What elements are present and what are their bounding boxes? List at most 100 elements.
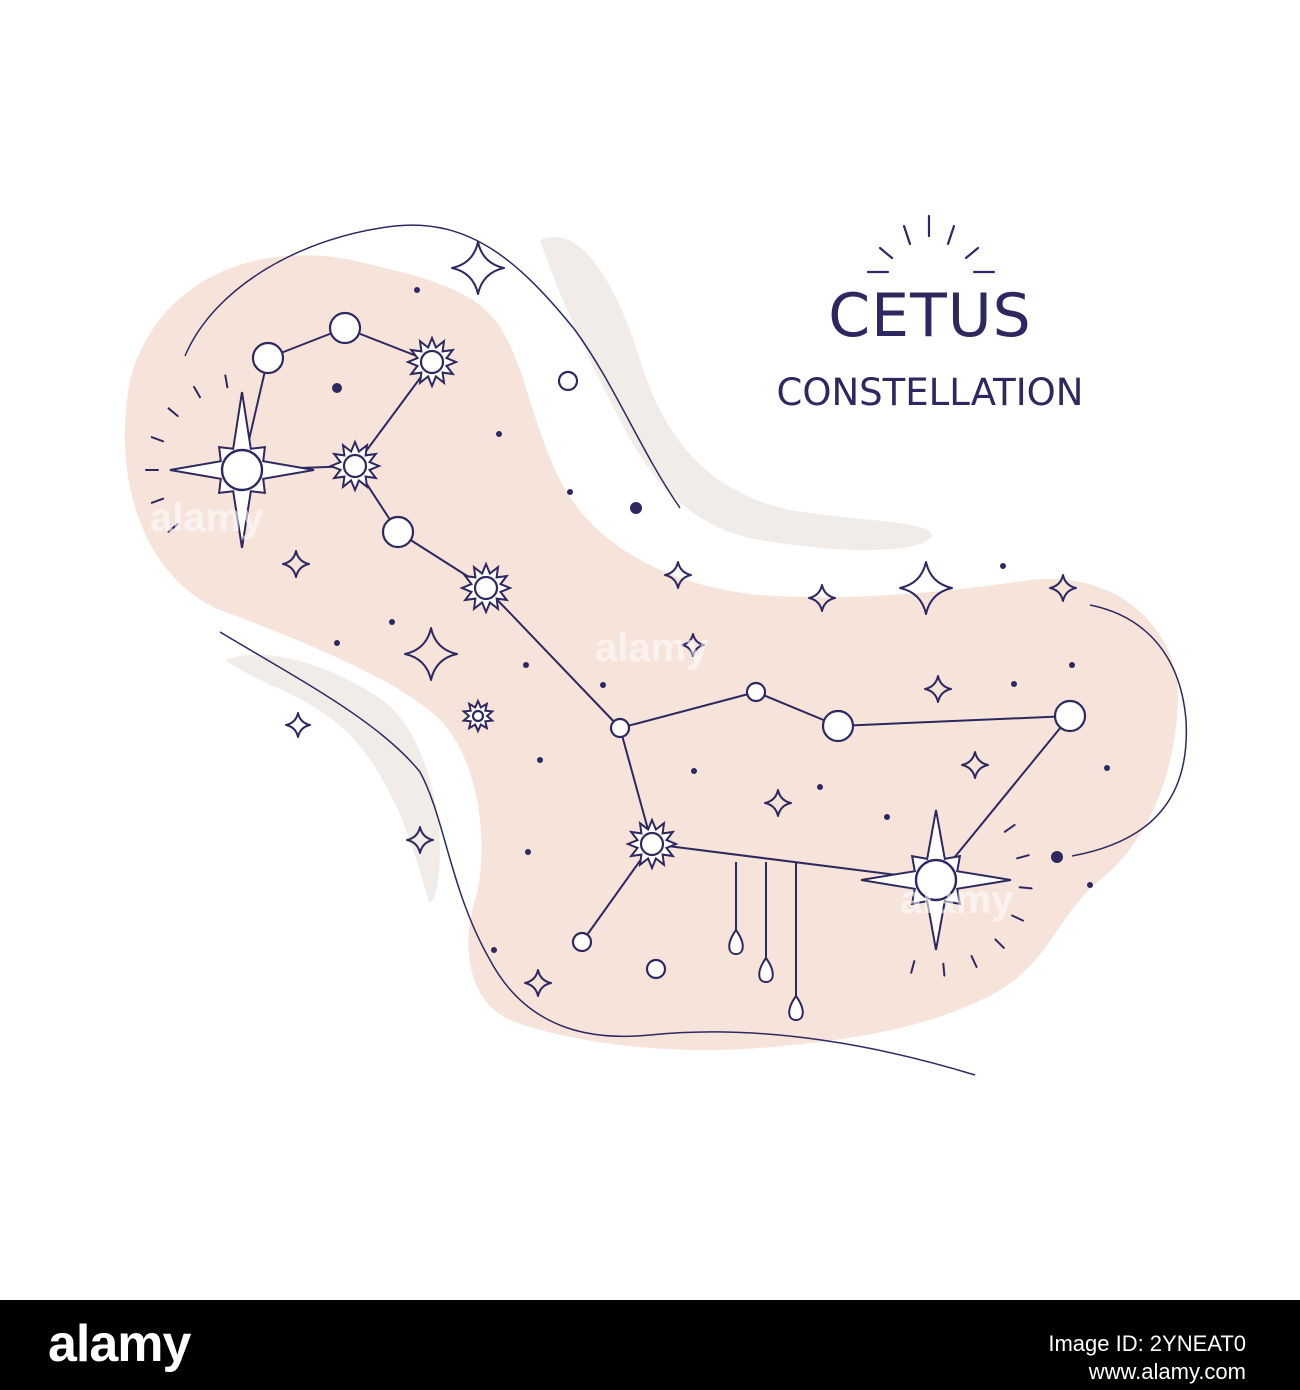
sun-star: [461, 698, 495, 734]
peach-blob: [124, 255, 1179, 1051]
star-node-icon: [821, 709, 855, 743]
dot-icon: [884, 814, 890, 820]
dot-icon: [817, 784, 823, 790]
sparkle-icon: [406, 826, 434, 854]
glow-ray: [910, 960, 916, 974]
sparkle-icon: [285, 712, 311, 738]
dot-icon: [537, 757, 543, 763]
sun-core: [419, 349, 445, 375]
sunburst-ray: [964, 246, 980, 260]
dot-icon: [1069, 662, 1075, 668]
watermark: alamy: [595, 626, 709, 670]
constellation-line: [485, 587, 621, 729]
dot-icon: [491, 947, 497, 953]
dots: [332, 287, 1110, 953]
glow-ray: [942, 962, 946, 977]
glow-ray: [224, 374, 229, 389]
shadow-shape-top: [540, 236, 932, 551]
glow-ray: [1016, 854, 1030, 860]
shadow-shape-left: [225, 654, 440, 903]
title-sunburst: [866, 214, 996, 274]
title-cetus: CETUS: [828, 281, 1032, 351]
glow-ray: [167, 523, 179, 533]
constellation-line: [619, 691, 757, 729]
dot-icon: [523, 662, 529, 668]
sunburst-ray: [878, 246, 894, 260]
sparkle-icon: [961, 751, 989, 779]
sparkles: [282, 241, 1077, 997]
dot-icon: [334, 640, 340, 646]
sun-core: [473, 575, 499, 601]
star-node-icon: [381, 515, 415, 549]
watermark: alamy: [150, 496, 264, 540]
dot-icon: [525, 849, 531, 855]
sun-star: [625, 817, 679, 871]
dot-icon: [414, 287, 420, 293]
dot-icon: [332, 383, 342, 393]
hanging-drops: [728, 862, 804, 1022]
glow-ray: [1011, 914, 1024, 922]
glow-ray: [193, 385, 201, 399]
constellation-line: [619, 727, 653, 845]
sun-core: [639, 831, 665, 857]
footer-bar: alamy Image ID: 2YNEAT0 www.alamy.com: [0, 1300, 1300, 1390]
sparkle-icon: [664, 561, 692, 589]
constellation-line: [354, 361, 433, 467]
sparkle-icon: [899, 561, 953, 615]
accent-lines: [184, 224, 1188, 1076]
dot-icon: [1051, 851, 1063, 863]
sun-core: [342, 453, 368, 479]
burst-core: [220, 448, 264, 492]
burst-core: [914, 858, 958, 902]
constellation-line: [837, 715, 1071, 727]
dot-icon: [1104, 765, 1110, 771]
dot-icon: [630, 502, 642, 514]
dot-icon: [496, 431, 502, 437]
sunburst-ray: [946, 224, 956, 246]
big-star-burst: [860, 809, 1012, 951]
sparkle-icon: [924, 675, 952, 703]
sparkle-icon: [451, 241, 505, 295]
glow-ray: [167, 407, 179, 417]
dot-icon: [1087, 882, 1093, 888]
sparkle-icon: [1049, 574, 1077, 602]
dot-icon: [600, 682, 606, 688]
star-node-icon: [609, 717, 631, 739]
dot-icon: [567, 489, 573, 495]
sun-core: [471, 709, 485, 723]
big-star-burst: [169, 391, 315, 549]
constellation-scene: [124, 214, 1188, 1076]
site-url: www.alamy.com: [1088, 1358, 1246, 1384]
constellation-line: [935, 715, 1071, 881]
sparkle-icon: [808, 584, 836, 612]
illustration: alamy alamy alamy CETUS CONSTELLATION: [124, 214, 1188, 1076]
star-nodes: [251, 311, 1087, 980]
watermark: alamy: [900, 878, 1014, 922]
sparkle-icon: [282, 550, 310, 578]
glow-ray: [1018, 886, 1033, 890]
sun-star: [328, 439, 382, 493]
title-constellation: CONSTELLATION: [776, 371, 1084, 414]
sparkle-icon: [681, 633, 705, 657]
glow-ray: [150, 436, 165, 443]
glow-ray: [994, 938, 1005, 949]
star-node-icon: [328, 311, 362, 345]
drop-icon: [728, 928, 744, 956]
star-node-icon: [745, 681, 767, 703]
dot-icon: [1000, 563, 1006, 569]
dot-icon: [691, 768, 697, 774]
drop-icon: [758, 956, 774, 984]
dot-icon: [1011, 681, 1017, 687]
star-node-icon: [645, 958, 667, 980]
image-reference: Image ID: 2YNEAT0 www.alamy.com: [1048, 1330, 1246, 1385]
star-node-icon: [557, 370, 579, 392]
dot-icon: [389, 619, 395, 625]
glow-ray: [1003, 823, 1016, 833]
sun-star: [459, 561, 513, 615]
glow-ray: [970, 955, 978, 968]
star-node-icon: [571, 931, 593, 953]
glow-ray: [150, 497, 165, 504]
sparkle-icon: [524, 969, 552, 997]
star-bursts: [169, 335, 1012, 951]
glow-rays: [145, 374, 1033, 977]
